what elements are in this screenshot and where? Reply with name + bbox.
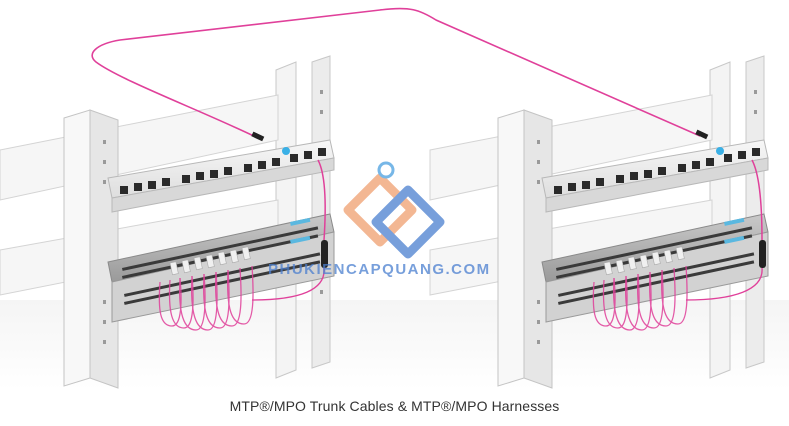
left-rack (0, 55, 335, 389)
right-rack (429, 55, 769, 389)
figure-caption: MTP®/MPO Trunk Cables & MTP®/MPO Harness… (229, 398, 560, 414)
watermark-text: PHUKIENCAPQUANG.COM (268, 261, 491, 278)
watermark-logo: PHUKIENCAPQUANG.COM (268, 161, 491, 278)
trunk-cable (91, 7, 701, 139)
